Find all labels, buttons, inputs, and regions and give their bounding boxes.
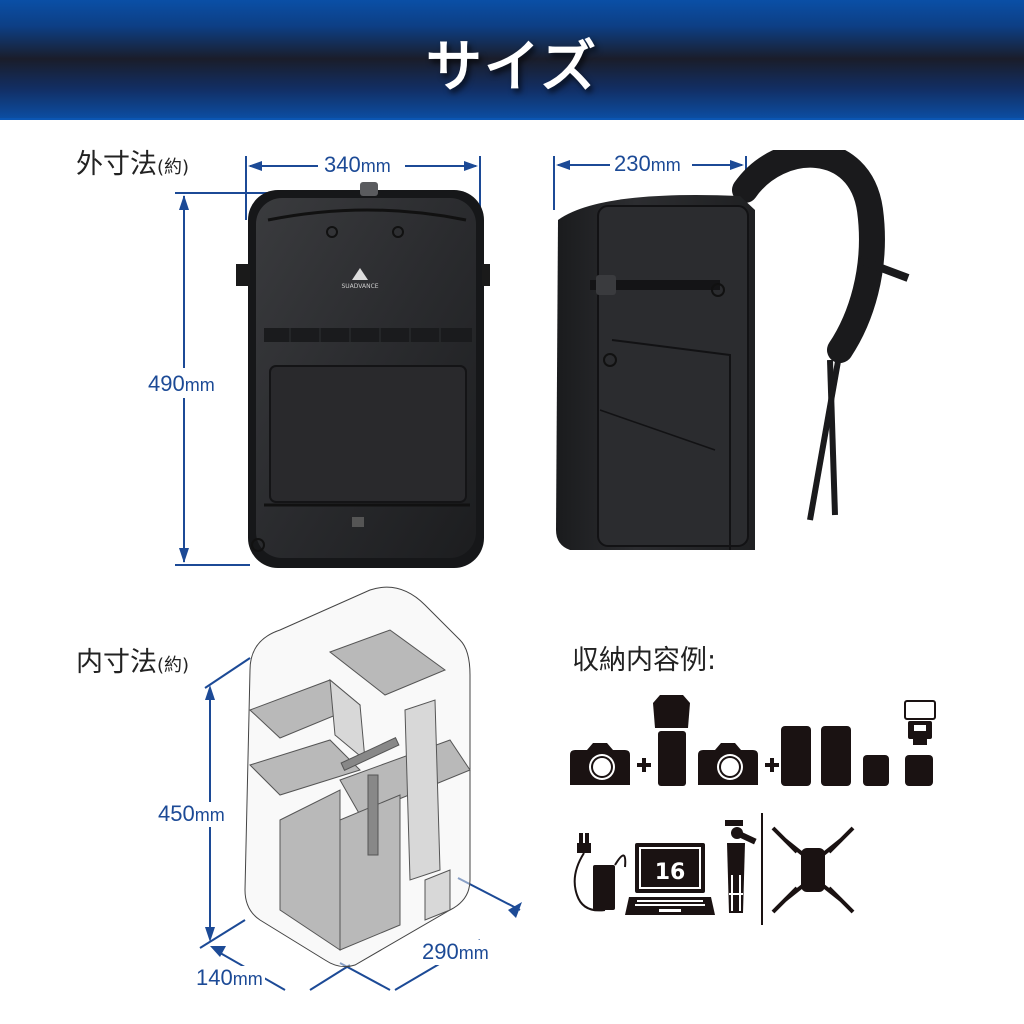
inner-label-text: 内寸法 bbox=[76, 647, 157, 678]
outer-width-unit: mm bbox=[360, 156, 391, 176]
short-lens-icon bbox=[905, 755, 933, 786]
inner-depth-unit: mm bbox=[232, 969, 263, 989]
brand-logo-text: SUADVANCE bbox=[341, 283, 378, 290]
contents-example-label: 収納内容例: bbox=[572, 645, 717, 676]
outer-dimensions-label: 外寸法(約) bbox=[76, 142, 189, 181]
laptop-icon: 16 bbox=[625, 843, 715, 915]
inner-width-value: 290 bbox=[422, 939, 459, 964]
short-lens-icon bbox=[863, 755, 889, 786]
inner-height-value: 450 bbox=[158, 801, 195, 826]
inner-height-unit: mm bbox=[194, 805, 225, 825]
outer-label-suffix: (約) bbox=[157, 157, 190, 178]
outer-depth-dimension: 230mm bbox=[612, 152, 683, 177]
outer-label-text: 外寸法 bbox=[76, 149, 157, 180]
drone-icon bbox=[771, 826, 855, 914]
inner-dimensions-label: 内寸法(約) bbox=[76, 640, 189, 679]
gear-icons-row-1 bbox=[570, 695, 936, 786]
laptop-size-text: 16 bbox=[655, 860, 686, 885]
outer-height-value: 490 bbox=[148, 371, 185, 396]
outer-height-dimension: 490mm bbox=[146, 372, 217, 397]
inner-depth-value: 140 bbox=[196, 965, 233, 990]
outer-width-value: 340 bbox=[324, 152, 361, 177]
plus-icon bbox=[637, 758, 651, 772]
backpack-side-image bbox=[556, 150, 910, 550]
camera-icon bbox=[698, 743, 758, 785]
outer-height-unit: mm bbox=[184, 375, 215, 395]
telephoto-lens-hood-icon bbox=[653, 695, 690, 786]
tripod-icon bbox=[725, 820, 757, 913]
plus-icon bbox=[765, 758, 779, 772]
camera-icon bbox=[570, 743, 630, 785]
brand-logo-icon bbox=[352, 268, 368, 280]
backpack-front-image: SUADVANCE bbox=[236, 182, 490, 568]
inner-width-unit: mm bbox=[458, 943, 489, 963]
inner-width-dimension: 290mm bbox=[420, 940, 491, 965]
gear-icons-row-2: 16 bbox=[573, 813, 855, 925]
outer-depth-value: 230 bbox=[614, 151, 651, 176]
outer-depth-unit: mm bbox=[650, 155, 681, 175]
ac-adapter-icon bbox=[573, 833, 627, 912]
inner-height-dimension: 450mm bbox=[156, 802, 227, 827]
divider bbox=[761, 813, 763, 925]
flash-icon bbox=[904, 700, 936, 745]
inner-depth-dimension: 140mm bbox=[194, 966, 265, 991]
banner-title: サイズ bbox=[425, 35, 599, 100]
inner-compartment-diagram bbox=[199, 586, 522, 991]
header-banner: サイズ bbox=[0, 0, 1024, 120]
outer-width-dimension: 340mm bbox=[322, 153, 393, 178]
lens-icon bbox=[821, 726, 851, 786]
lens-icon bbox=[781, 726, 811, 786]
inner-label-suffix: (約) bbox=[157, 655, 190, 676]
